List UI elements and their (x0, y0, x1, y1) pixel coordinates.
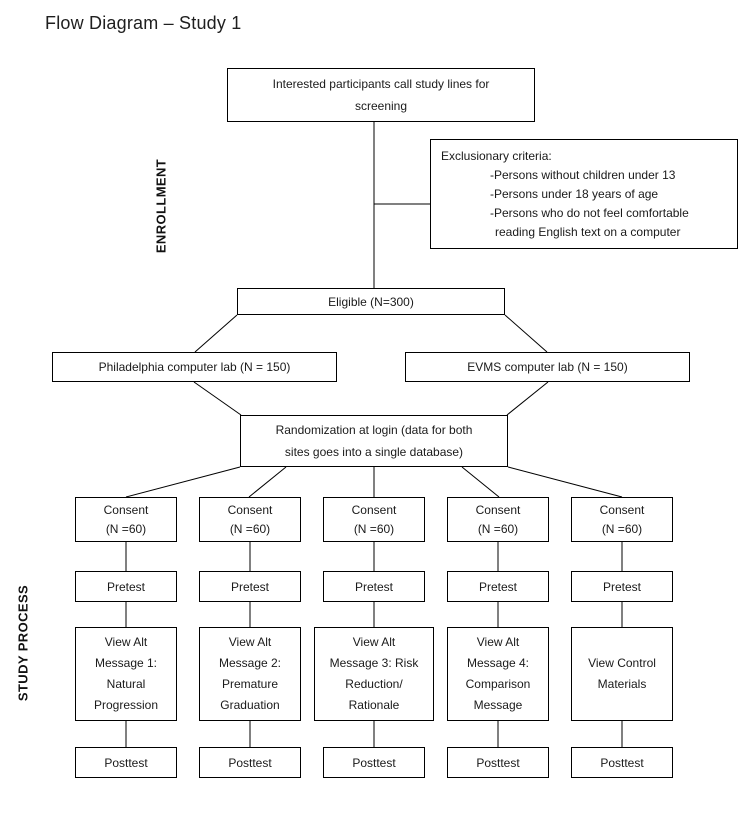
site-box-evms: EVMS computer lab (N = 150) (405, 352, 690, 382)
message-box-1: View Alt Message 1: Natural Progression (75, 627, 177, 721)
site-box-philadelphia: Philadelphia computer lab (N = 150) (52, 352, 337, 382)
message-box-3: View Alt Message 3: Risk Reduction/ Rati… (314, 627, 434, 721)
message-box-2: View Alt Message 2: Premature Graduation (199, 627, 301, 721)
posttest-box-2: Posttest (199, 747, 301, 778)
consent-box-3: Consent (N =60) (323, 497, 425, 542)
consent-box-1: Consent (N =60) (75, 497, 177, 542)
eligible-box: Eligible (N=300) (237, 288, 505, 315)
consent-box-4: Consent (N =60) (447, 497, 549, 542)
pretest-box-2: Pretest (199, 571, 301, 602)
randomization-box: Randomization at login (data for both si… (240, 415, 508, 467)
pretest-box-3: Pretest (323, 571, 425, 602)
message-box-5: View Control Materials (571, 627, 673, 721)
pretest-box-4: Pretest (447, 571, 549, 602)
exclusion-item: -Persons who do not feel comfortable rea… (490, 206, 689, 239)
exclusion-item: -Persons under 18 years of age (490, 187, 659, 201)
pretest-box-1: Pretest (75, 571, 177, 602)
enrollment-section-label: ENROLLMENT (153, 158, 169, 254)
screening-box: Interested participants call study lines… (227, 68, 535, 122)
exclusion-item: -Persons without children under 13 (490, 168, 676, 182)
posttest-box-5: Posttest (571, 747, 673, 778)
posttest-box-1: Posttest (75, 747, 177, 778)
page-title: Flow Diagram – Study 1 (45, 13, 242, 33)
posttest-box-3: Posttest (323, 747, 425, 778)
exclusion-heading: Exclusionary criteria: (441, 149, 552, 163)
exclusion-criteria-box: Exclusionary criteria: -Persons without … (430, 139, 738, 249)
study-process-section-label: STUDY PROCESS (15, 584, 31, 702)
posttest-box-4: Posttest (447, 747, 549, 778)
consent-box-5: Consent (N =60) (571, 497, 673, 542)
message-box-4: View Alt Message 4: Comparison Message (447, 627, 549, 721)
consent-box-2: Consent (N =60) (199, 497, 301, 542)
pretest-box-5: Pretest (571, 571, 673, 602)
